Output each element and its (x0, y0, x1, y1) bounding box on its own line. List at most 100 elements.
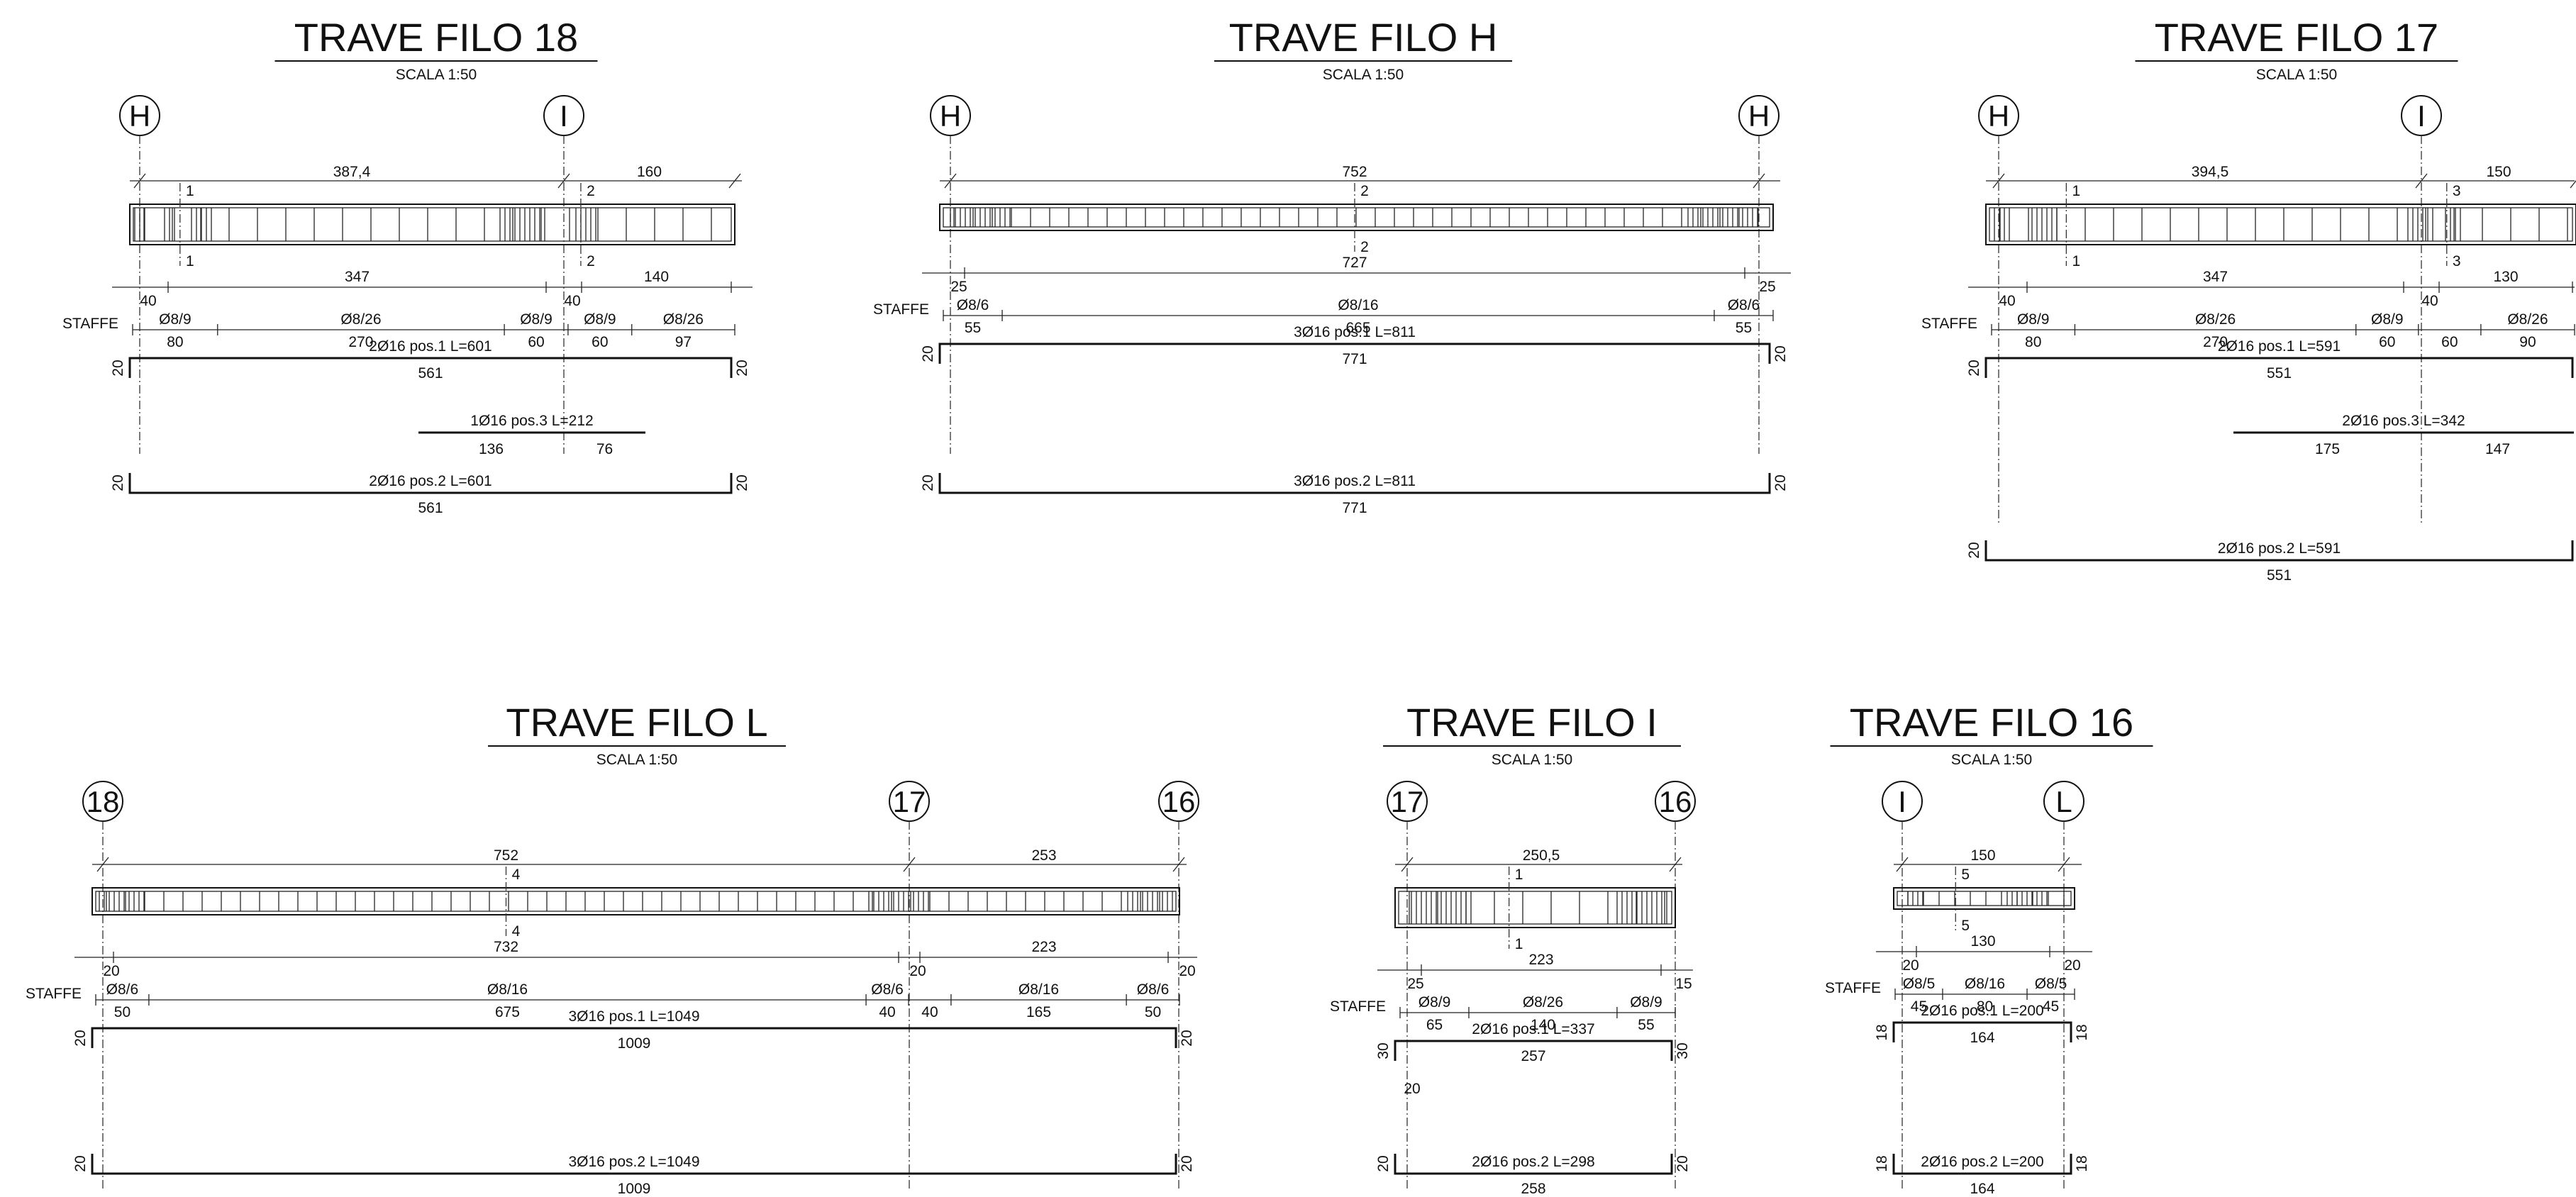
section-mark-bottom: 1 (2072, 253, 2081, 269)
stirrup-spec: Ø8/26 (663, 311, 704, 328)
bar-length: 771 (1342, 500, 1367, 516)
bar-length: 1009 (618, 1181, 651, 1197)
section-mark-top: 1 (2072, 183, 2081, 199)
bar-length: 164 (1970, 1030, 1994, 1046)
support-width: 20 (2064, 957, 2080, 974)
dimension-tick (1896, 857, 1909, 872)
stirrup-zone-length: 97 (675, 334, 692, 350)
bar-length: 771 (1342, 351, 1367, 367)
hook-length-left: 20 (920, 474, 936, 491)
stirrup-zone-length: 90 (2519, 334, 2536, 350)
span-value: 250,5 (1523, 847, 1560, 864)
bar-label: 2Ø16 pos.1 L=591 (2218, 338, 2341, 355)
stirrup-zone-length: 80 (2025, 334, 2041, 350)
stirrup-spec: Ø8/16 (1018, 981, 1059, 998)
axis-label: H (129, 99, 150, 133)
stirrup-spec: Ø8/9 (2371, 311, 2404, 328)
hook-length-right: 20 (1772, 345, 1789, 362)
section-mark-bottom: 1 (186, 253, 194, 269)
hook-length-left: 20 (920, 345, 936, 362)
bottom-bar (1984, 540, 2574, 562)
span-value: 752 (494, 847, 518, 864)
support-width: 20 (1902, 957, 1919, 974)
span-value: 253 (1031, 847, 1056, 864)
section-mark-bottom: 4 (512, 923, 521, 940)
dimension-tick (2570, 179, 2576, 189)
stirrup-zone-length: 40 (921, 1004, 938, 1020)
hook-length-left: 20 (72, 1030, 89, 1046)
section-mark-bottom: 5 (1961, 918, 1970, 934)
hook-length-left: 20 (1966, 360, 1982, 376)
bar-length: 551 (2267, 567, 2292, 584)
hook-length-right: 20 (1772, 474, 1789, 491)
hook-length-left: 30 (1375, 1042, 1392, 1059)
section-mark-top: 1 (1515, 867, 1523, 883)
section-mark-bottom: 1 (1515, 936, 1523, 952)
support-width: 15 (1675, 976, 1692, 992)
stirrup-spec: Ø8/26 (2195, 311, 2236, 328)
support-width: 40 (140, 293, 156, 309)
stirrups-label: STAFFE (26, 986, 82, 1002)
beam-inner-outline (1398, 891, 1672, 925)
bar-length-b: 147 (2485, 441, 2510, 457)
axis-label: I (1898, 785, 1906, 818)
stirrup-zone-length: 270 (348, 334, 373, 350)
bar-label: 2Ø16 pos.1 L=337 (1472, 1021, 1594, 1037)
hook-length-left: 18 (1874, 1024, 1890, 1040)
support-width: 25 (950, 279, 967, 295)
stirrup-zone-length: 665 (1345, 320, 1370, 336)
stirrup-spec: Ø8/16 (1965, 976, 2005, 992)
span-value: 150 (1970, 847, 1995, 864)
stirrups-label: STAFFE (1921, 316, 1977, 332)
beam-outline (1893, 887, 2075, 910)
beam-title: TRAVE FILO I (1406, 700, 1658, 745)
stirrups-label: STAFFE (62, 316, 118, 332)
bar-label: 2Ø16 pos.1 L=601 (369, 338, 492, 355)
span-value: 150 (2486, 164, 2511, 180)
stirrup-spec: Ø8/9 (520, 311, 553, 328)
stirrup-spec: Ø8/5 (1903, 976, 1936, 992)
span-value: 387,4 (333, 164, 371, 180)
bottom-bar (938, 473, 1771, 494)
section-mark-top: 2 (587, 183, 595, 199)
beam-outline (1985, 204, 2576, 245)
section-mark-bottom: 2 (587, 253, 595, 269)
stirrup-zone-length: 60 (2379, 334, 2395, 350)
bar-length: 561 (418, 500, 443, 516)
bar-label: 2Ø16 pos.2 L=298 (1472, 1154, 1594, 1170)
beam-scale: SCALA 1:50 (1951, 752, 2032, 768)
axis-label: I (560, 99, 568, 133)
dimension-tick (96, 857, 109, 872)
dimension-tick (1401, 857, 1414, 872)
stirrup-zone-length: 55 (1736, 320, 1752, 336)
span-value: 394,5 (2192, 164, 2229, 180)
bar-length-b: 76 (596, 441, 613, 457)
clear-span-value: 130 (1970, 933, 1995, 950)
beam-outline (91, 887, 1180, 915)
axis-label: H (1988, 99, 2009, 133)
stirrup-spec: Ø8/9 (2017, 311, 2050, 328)
dimension-tick (1172, 857, 1185, 872)
dimension-tick (728, 173, 741, 189)
hook-length-right: 20 (1675, 1155, 1691, 1171)
dimension-tick (944, 173, 957, 189)
bar-length: 561 (418, 365, 443, 382)
axis-label: 18 (87, 785, 120, 818)
top-bar (938, 343, 1771, 364)
stirrup-zone-length: 55 (1638, 1017, 1654, 1033)
support-width: 20 (1179, 963, 1195, 979)
stirrup-zone-length: 40 (879, 1004, 895, 1020)
stirrup-spec: Ø8/5 (2035, 976, 2067, 992)
hook-length-right: 20 (1179, 1155, 1195, 1171)
stirrup-zone-length: 140 (1531, 1017, 1555, 1033)
support-width: 20 (909, 963, 926, 979)
support-width: 25 (1407, 976, 1423, 992)
clear-span-value: 347 (2203, 269, 2228, 285)
span-value: 752 (1342, 164, 1367, 180)
hook-length-right: 30 (1675, 1042, 1691, 1059)
beam-title: TRAVE FILO 18 (294, 15, 578, 60)
